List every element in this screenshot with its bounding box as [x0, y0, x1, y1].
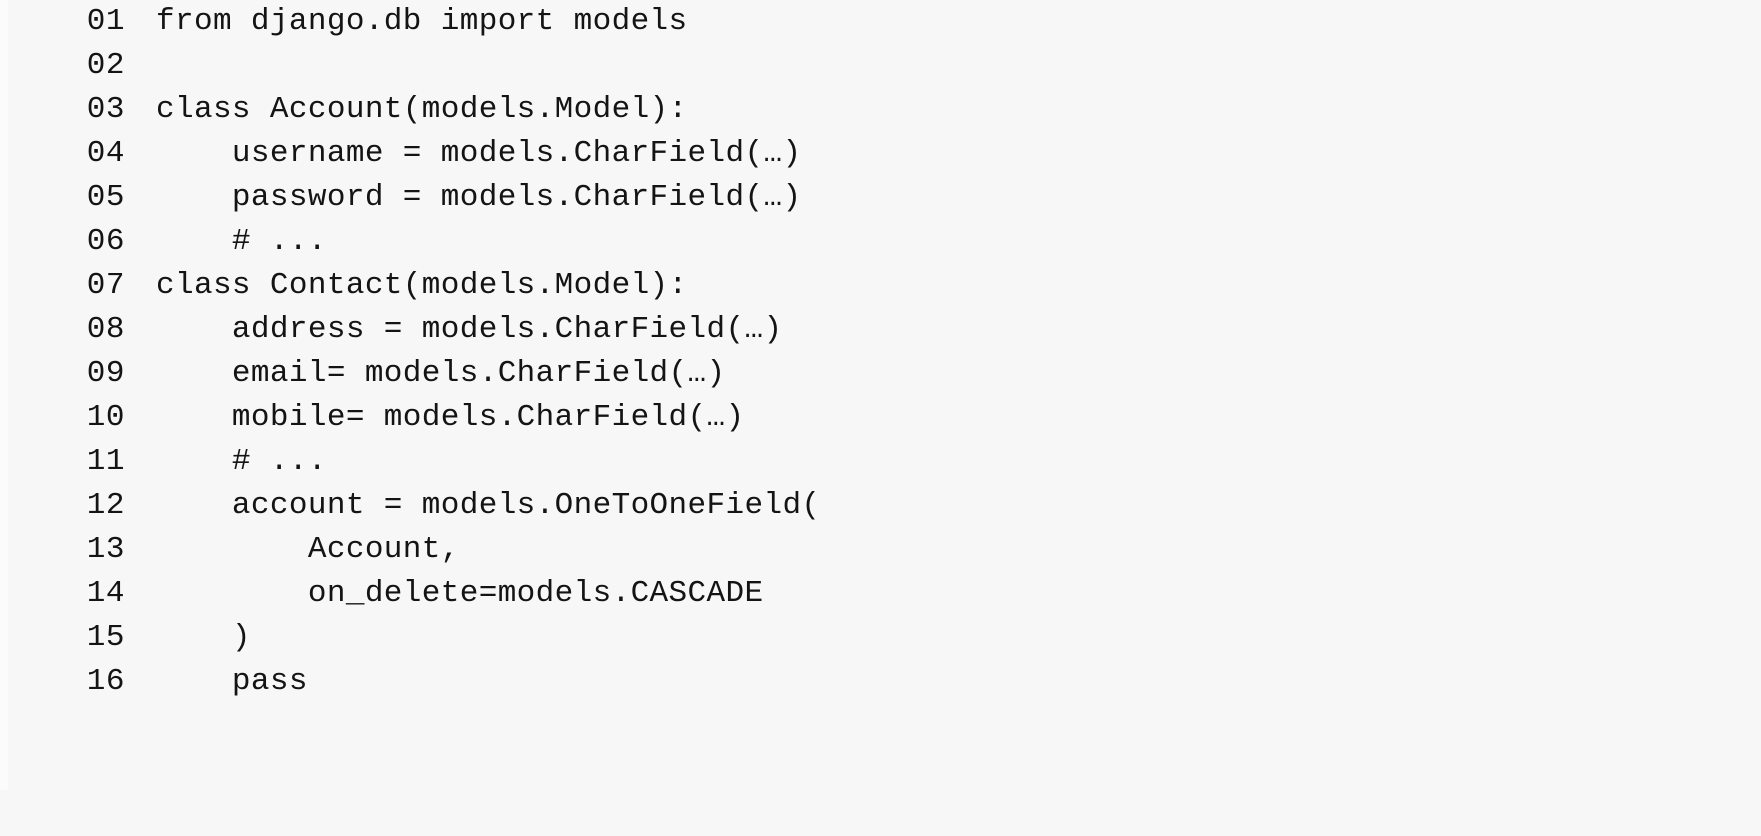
line-code: # ...	[156, 224, 327, 259]
line-number: 06	[86, 224, 125, 259]
code-line[interactable]: 11 # ...	[0, 440, 1761, 484]
code-line[interactable]: 10 mobile= models.CharField(…)	[0, 396, 1761, 440]
line-number: 05	[86, 180, 125, 215]
code-listing: 01 from django.db import models 02 03 cl…	[0, 0, 1761, 704]
code-line[interactable]: 07 class Contact(models.Model):	[0, 264, 1761, 308]
line-code: address = models.CharField(…)	[156, 312, 783, 347]
code-line[interactable]: 16 pass	[0, 660, 1761, 704]
page-left-edge	[0, 0, 8, 790]
line-number: 03	[86, 92, 125, 127]
code-line[interactable]: 09 email= models.CharField(…)	[0, 352, 1761, 396]
code-line[interactable]: 14 on_delete=models.CASCADE	[0, 572, 1761, 616]
line-number: 09	[86, 356, 125, 391]
line-number: 11	[86, 444, 125, 479]
code-line[interactable]: 12 account = models.OneToOneField(	[0, 484, 1761, 528]
line-code: pass	[156, 664, 308, 699]
line-code: )	[156, 620, 251, 655]
line-number: 08	[86, 312, 125, 347]
code-line[interactable]: 06 # ...	[0, 220, 1761, 264]
code-line[interactable]: 15 )	[0, 616, 1761, 660]
code-line[interactable]: 02	[0, 44, 1761, 88]
line-number: 01	[86, 4, 125, 39]
code-line[interactable]: 01 from django.db import models	[0, 0, 1761, 44]
line-number: 10	[86, 400, 125, 435]
line-number: 12	[86, 488, 125, 523]
line-code: on_delete=models.CASCADE	[156, 576, 764, 611]
code-line[interactable]: 03 class Account(models.Model):	[0, 88, 1761, 132]
line-code: mobile= models.CharField(…)	[156, 400, 745, 435]
line-number: 04	[86, 136, 125, 171]
line-code: # ...	[156, 444, 327, 479]
line-code: from django.db import models	[156, 4, 688, 39]
line-code: class Contact(models.Model):	[156, 268, 688, 303]
line-code: password = models.CharField(…)	[156, 180, 802, 215]
line-number: 14	[86, 576, 125, 611]
line-number: 13	[86, 532, 125, 567]
code-line[interactable]: 08 address = models.CharField(…)	[0, 308, 1761, 352]
line-code: class Account(models.Model):	[156, 92, 688, 127]
line-number: 02	[86, 48, 125, 83]
line-code: Account,	[156, 532, 460, 567]
code-line[interactable]: 13 Account,	[0, 528, 1761, 572]
line-number: 15	[86, 620, 125, 655]
line-code: email= models.CharField(…)	[156, 356, 726, 391]
code-line[interactable]: 05 password = models.CharField(…)	[0, 176, 1761, 220]
line-code: account = models.OneToOneField(	[156, 488, 821, 523]
line-number: 07	[86, 268, 125, 303]
line-number: 16	[86, 664, 125, 699]
code-line[interactable]: 04 username = models.CharField(…)	[0, 132, 1761, 176]
line-code: username = models.CharField(…)	[156, 136, 802, 171]
